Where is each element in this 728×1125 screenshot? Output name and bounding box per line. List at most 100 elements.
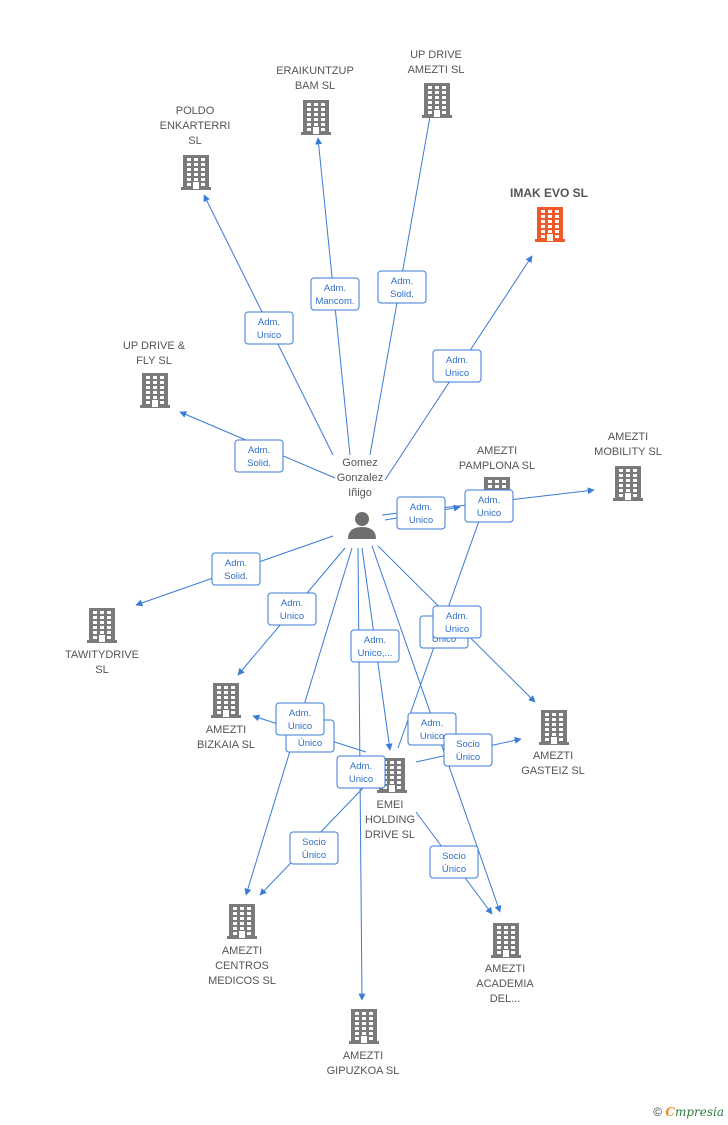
node-label-amezti-bizkaia[interactable]: AMEZTI: [206, 724, 246, 736]
building-icon[interactable]: [349, 1009, 379, 1044]
node-label-amezti-gasteiz[interactable]: AMEZTI: [533, 750, 573, 762]
edge-label-text: Unico: [420, 731, 444, 742]
edge-label-text: Mancom.: [315, 296, 354, 307]
building-icon[interactable]: [181, 155, 211, 190]
node-label-amezti-pamplona[interactable]: AMEZTI: [477, 445, 517, 457]
node-label-poldo[interactable]: POLDO: [176, 105, 215, 117]
edge-label-text: Unico: [280, 611, 304, 622]
edge-label-text: Adm.: [350, 761, 372, 772]
node-label-amezti-gasteiz[interactable]: GASTEIZ SL: [521, 765, 585, 777]
edge-label-text: Adm.: [446, 355, 468, 366]
edge-label-text: Adm.: [446, 611, 468, 622]
edge-label-l2[interactable]: Adm. Mancom.: [310, 277, 360, 311]
node-label-eraikuntzup[interactable]: BAM SL: [295, 80, 335, 92]
edge-label-l12[interactable]: Adm. Unico: [432, 605, 482, 639]
edge-label-l10[interactable]: Adm. Unico,...: [350, 629, 400, 663]
edge-labels-layer: Adm.UnicoAdm.Mancom.Adm.Solid.Adm.UnicoA…: [211, 270, 514, 879]
edge-label-text: Unico: [409, 515, 433, 526]
edge-label-text: Unico: [445, 368, 469, 379]
node-label-poldo[interactable]: SL: [188, 135, 201, 147]
edge-label-l8[interactable]: Adm. Solid.: [211, 552, 261, 586]
node-label-amezti-centros[interactable]: CENTROS: [215, 960, 269, 972]
node-label-amezti-centros[interactable]: AMEZTI: [222, 945, 262, 957]
center-person-name[interactable]: Gomez: [342, 457, 377, 469]
edge-label-text: Socio: [456, 739, 480, 750]
edge-label-text: Socio: [442, 851, 466, 862]
node-label-amezti-mobility[interactable]: MOBILITY SL: [594, 446, 662, 458]
edge-label-l16[interactable]: Adm.Unico: [336, 755, 386, 789]
edge-label-l3[interactable]: Adm.Solid.: [377, 270, 427, 304]
edge-label-l1[interactable]: Adm. Unico: [244, 311, 294, 345]
person-icon[interactable]: [348, 512, 376, 539]
node-label-poldo[interactable]: ENKARTERRI: [160, 120, 231, 132]
edge-label-text: Unico: [288, 721, 312, 732]
building-icon[interactable]: [535, 207, 565, 242]
edge-label-text: Adm.: [421, 718, 443, 729]
node-label-amezti-gipuzkoa[interactable]: AMEZTI: [343, 1050, 383, 1062]
node-label-emei[interactable]: HOLDING: [365, 814, 415, 826]
footer-brand: © Cmpresia: [653, 1105, 724, 1119]
edge-label-text: Adm.: [364, 635, 386, 646]
copyright-symbol: ©: [653, 1105, 663, 1119]
edge-label-text: Adm.: [324, 283, 346, 294]
node-label-tawitydrive[interactable]: TAWITYDRIVE: [65, 649, 139, 661]
node-label-amezti-academia[interactable]: DEL...: [490, 993, 521, 1005]
building-icon[interactable]: [613, 466, 643, 501]
edge-label-text: Único: [456, 752, 480, 763]
building-icon[interactable]: [227, 904, 257, 939]
edge-label-l4[interactable]: Adm. Unico: [432, 349, 482, 383]
edge-label-text: Único: [302, 850, 326, 861]
nodes-layer: POLDO ENKARTERRI SL ERAIKUNTZUP BAM SL UP DRI…: [65, 49, 662, 1077]
edge-label-l14[interactable]: Adm. Unico: [275, 702, 325, 736]
edge-label-text: Único: [432, 634, 456, 645]
node-label-updrive-amezti[interactable]: UP DRIVE: [410, 49, 462, 61]
edge-label-text: Adm.: [258, 317, 280, 328]
edges-layer: [135, 93, 595, 1001]
building-icon[interactable]: [301, 100, 331, 135]
center-person-name[interactable]: Iñigo: [348, 487, 372, 499]
edge-label-text: Adm.: [391, 276, 413, 287]
node-label-amezti-bizkaia[interactable]: BIZKAIA SL: [197, 739, 255, 751]
edge-label-l6[interactable]: Adm. Unico: [396, 496, 446, 530]
node-label-emei[interactable]: DRIVE SL: [365, 829, 415, 841]
node-label-amezti-gipuzkoa[interactable]: GIPUZKOA SL: [327, 1065, 400, 1077]
node-label-tawitydrive[interactable]: SL: [95, 664, 108, 676]
brand-logo: Cmpresia: [665, 1105, 724, 1119]
node-label-amezti-academia[interactable]: ACADEMIA: [476, 978, 534, 990]
edge-label-text: Adm.: [410, 502, 432, 513]
edge-label-text: Unico: [445, 624, 469, 635]
node-label-imak[interactable]: IMAK EVO SL: [510, 186, 588, 200]
building-icon[interactable]: [140, 373, 170, 408]
edge-label-text: Solid.: [224, 571, 248, 582]
node-label-updrive-fly[interactable]: UP DRIVE &: [123, 340, 186, 352]
node-label-amezti-pamplona[interactable]: PAMPLONA SL: [459, 460, 535, 472]
building-icon[interactable]: [422, 83, 452, 118]
edge-label-l9[interactable]: Adm. Unico: [267, 592, 317, 626]
node-label-amezti-mobility[interactable]: AMEZTI: [608, 431, 648, 443]
edge-label-text: Adm.: [281, 598, 303, 609]
building-icon[interactable]: [539, 710, 569, 745]
edge-label-l7[interactable]: Adm. Unico: [464, 489, 514, 523]
edge-label-text: Unico,...: [358, 648, 393, 659]
edge-label-text: Adm.: [478, 495, 500, 506]
edge-label-text: Unico: [477, 508, 501, 519]
node-label-amezti-academia[interactable]: AMEZTI: [485, 963, 525, 975]
node-label-updrive-fly[interactable]: FLY SL: [136, 355, 172, 367]
edge-label-text: Unico: [257, 330, 281, 341]
node-label-updrive-amezti[interactable]: AMEZTI SL: [408, 64, 465, 76]
building-icon[interactable]: [211, 683, 241, 718]
edge-label-text: Único: [298, 738, 322, 749]
building-icon[interactable]: [87, 608, 117, 643]
edge-label-l5[interactable]: Adm.Solid.: [234, 439, 284, 473]
edge-label-text: Adm.: [289, 708, 311, 719]
node-label-emei[interactable]: EMEI: [377, 799, 404, 811]
building-icon[interactable]: [491, 923, 521, 958]
center-person-name[interactable]: Gonzalez: [337, 472, 383, 484]
node-label-eraikuntzup[interactable]: ERAIKUNTZUP: [276, 65, 354, 77]
edge-label-text: Adm.: [225, 558, 247, 569]
node-label-amezti-centros[interactable]: MEDICOS SL: [208, 975, 276, 987]
